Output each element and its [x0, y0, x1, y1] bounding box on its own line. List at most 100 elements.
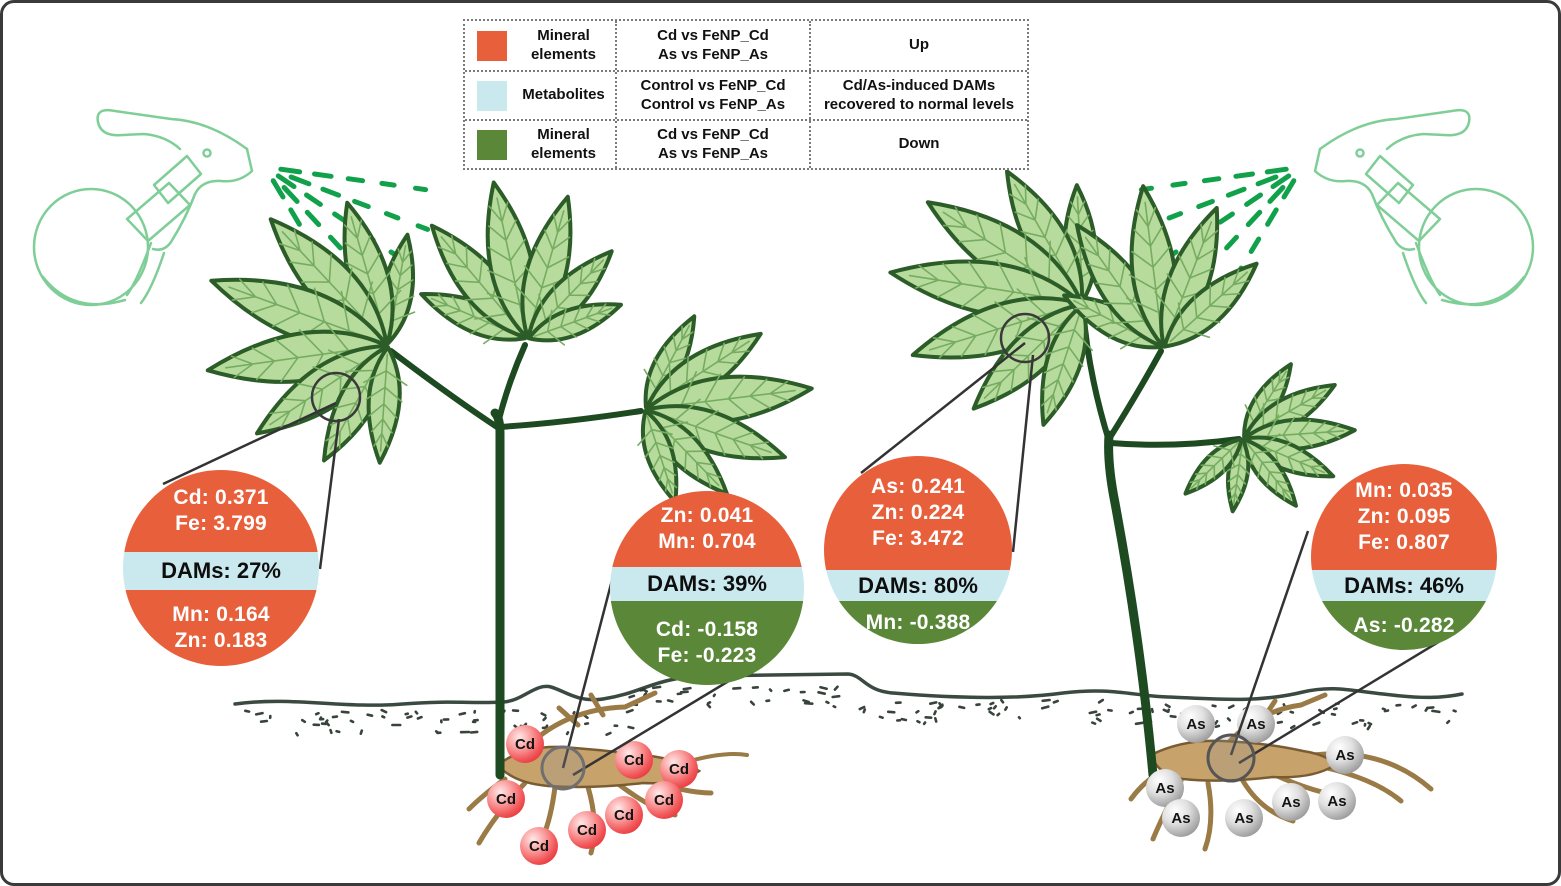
soil-speckle — [416, 715, 423, 720]
legend-swatch-blue — [477, 80, 507, 111]
soil-speckle — [565, 731, 570, 736]
mineral-value: Zn: 0.183 — [174, 629, 268, 652]
as-particle-label: As — [1186, 716, 1205, 733]
legend-label: Mineral elements — [530, 125, 597, 162]
as-particle-label: As — [1171, 810, 1190, 827]
soil-speckle — [706, 703, 712, 709]
soil-speckle — [259, 719, 269, 724]
soil-speckle — [1351, 720, 1359, 726]
spray-dash — [345, 176, 366, 184]
soil-speckle — [825, 700, 830, 705]
left-plant-stem — [388, 342, 644, 780]
legend-comparison: Control vs FeNP_Cd — [640, 76, 786, 94]
soil-speckle — [987, 706, 993, 711]
spray-dash — [278, 166, 303, 175]
cd-particle-label: Cd — [614, 807, 634, 824]
soil-speckles — [244, 685, 1457, 737]
as-particle-sphere — [1272, 783, 1310, 821]
as-particle-label: As — [1335, 747, 1354, 764]
legend-swatch-green — [477, 129, 507, 160]
soil-speckle — [349, 719, 355, 724]
spray-dash — [304, 192, 323, 207]
as-particle-label: As — [1234, 810, 1253, 827]
dams-value: DAMs: 46% — [1344, 572, 1464, 598]
soil-speckle — [469, 730, 479, 734]
mineral-up-value: Zn: 0.224 — [871, 501, 965, 524]
soil-speckle — [335, 729, 341, 734]
spray-dash — [281, 185, 300, 204]
spray-dash — [270, 178, 286, 200]
soil-speckle — [1312, 721, 1321, 727]
spray-dash — [288, 207, 302, 227]
soil-speckle — [1003, 706, 1009, 712]
sample-markers — [310, 312, 1256, 791]
soil-speckle — [992, 704, 998, 710]
soil-speckle — [1150, 707, 1154, 714]
dams-value: DAMs: 27% — [161, 558, 281, 583]
soil-speckle — [540, 712, 547, 717]
soil-speckle — [712, 693, 717, 698]
soil-speckle — [916, 719, 921, 724]
data-bubble-right-leaf: As: 0.241 Zn: 0.224 Fe: 3.472 DAMs: 80% … — [824, 456, 1012, 644]
soil-speckle — [1091, 721, 1097, 726]
soil-speckle — [294, 731, 299, 737]
soil-speckle — [380, 708, 388, 714]
mineral-down-value: As: -0.282 — [1353, 613, 1455, 637]
soil-speckle — [625, 708, 634, 714]
soil-speckle — [989, 701, 995, 706]
as-particle-label: As — [1327, 793, 1346, 810]
soil-speckle — [414, 710, 419, 715]
mineral-value: Mn: 0.164 — [172, 603, 270, 626]
leaflet — [1183, 437, 1244, 496]
spray-dash — [352, 198, 371, 210]
soil-speckle — [900, 717, 908, 722]
soil-speckle — [1169, 714, 1177, 719]
soil-speckle — [706, 700, 712, 705]
right-plant-foliage — [888, 169, 1357, 514]
soil-speckle — [1227, 704, 1235, 710]
spray-dash — [275, 173, 297, 190]
soil-speckle — [802, 698, 811, 704]
legend-comparison: Cd vs FeNP_Cd — [657, 26, 769, 44]
soil-speckle — [329, 728, 333, 735]
soil-speckle — [833, 685, 839, 691]
spray-dash — [304, 209, 322, 228]
cd-particle-sphere — [660, 750, 698, 788]
legend-meaning: Cd/As-induced DAMs recovered to normal l… — [823, 76, 1015, 113]
soil-speckle — [366, 713, 374, 718]
cd-particle-label: Cd — [496, 791, 516, 808]
as-particle-sphere — [1318, 782, 1356, 820]
soil-speckle — [666, 699, 674, 703]
mineral-down-value: Fe: -0.223 — [657, 644, 757, 667]
left-root-marker — [540, 745, 586, 791]
soil-speckle — [732, 686, 742, 690]
soil-speckle — [679, 690, 689, 694]
soil-speckle — [359, 729, 364, 736]
soil-speckle — [1107, 708, 1113, 712]
mineral-up-value: Mn: 0.035 — [1355, 479, 1453, 502]
soil-speckle — [1424, 706, 1429, 712]
soil-speckle — [627, 725, 635, 730]
soil-speckle — [1411, 704, 1417, 709]
soil-speckle — [1452, 709, 1457, 713]
soil-speckle — [542, 716, 547, 722]
cd-particle-sphere — [568, 811, 606, 849]
soil-speckle — [832, 704, 837, 709]
cd-particle-sphere — [520, 827, 558, 865]
leaflet — [363, 344, 408, 465]
legend-meaning: Down — [898, 135, 940, 153]
soil-speckle — [340, 710, 350, 714]
data-bubble-left-root: Zn: 0.041 Mn: 0.704 DAMs: 39% Cd: -0.158… — [610, 491, 804, 685]
left-plant-roots — [466, 690, 749, 856]
legend-comparison: Control vs FeNP_As — [640, 95, 786, 113]
mineral-up-value: Fe: 0.807 — [1358, 531, 1450, 554]
soil-speckle — [314, 711, 320, 716]
soil-line — [233, 672, 1464, 707]
cd-particle-label: Cd — [515, 736, 535, 753]
cd-particle-label: Cd — [669, 761, 689, 778]
data-bubble-left-leaf: Cd: 0.371 Fe: 3.799 DAMs: 27% Mn: 0.164 … — [123, 470, 319, 666]
as-particle-label: As — [1246, 716, 1265, 733]
